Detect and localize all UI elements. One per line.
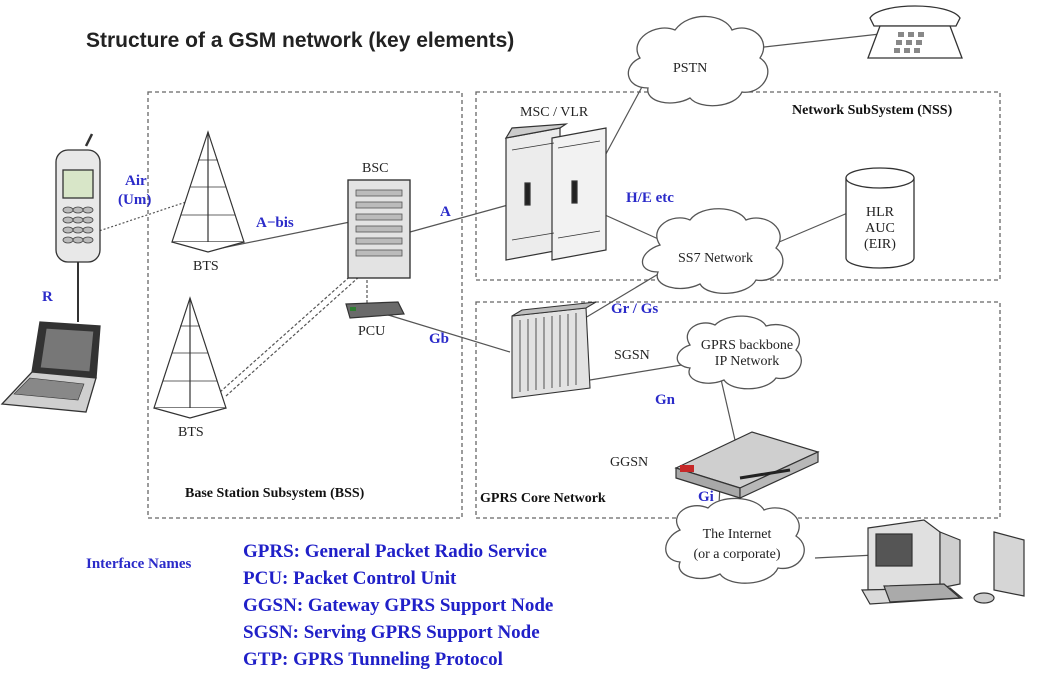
- link-phone-bts: [95, 197, 199, 233]
- link-backbone-ggsn: [719, 374, 736, 441]
- internet-cloud: [665, 497, 805, 584]
- pstn-cloud: [627, 15, 769, 107]
- msc-vlr-label: MSC / VLR: [520, 105, 589, 120]
- bts-top-tower: [171, 130, 245, 253]
- bts-bottom-label: BTS: [178, 425, 204, 440]
- link-bts-bsc: [211, 221, 351, 251]
- bts-top-label: BTS: [193, 259, 219, 274]
- gprs-backbone-cloud: [676, 315, 802, 390]
- bsc-label: BSC: [362, 161, 389, 176]
- interface-air-label-line1: Air: [125, 173, 147, 189]
- desktop-computer-icon: [860, 519, 1025, 605]
- bss-region-label: Base Station Subsystem (BSS): [185, 486, 365, 501]
- ggsn-label: GGSN: [610, 455, 649, 470]
- sgsn-rack-icon: [511, 301, 597, 399]
- legend-heading: Interface Names: [86, 556, 192, 572]
- laptop-icon: [0, 321, 101, 413]
- link-bts2-bsc-b: [225, 275, 361, 397]
- bss-region-box: [147, 91, 463, 519]
- hlr-label-line3: (EIR): [864, 237, 896, 252]
- link-pstn-telephone: [754, 33, 881, 49]
- interface-r-label: R: [42, 289, 53, 305]
- legend-item: GGSN: Gateway GPRS Support Node: [243, 595, 554, 616]
- link-pcu-sgsn: [384, 313, 511, 353]
- interface-gb-label: Gb: [429, 331, 450, 347]
- gprs-backbone-label-line1: GPRS backbone: [700, 338, 794, 353]
- interface-gr-gs-label: Gr / Gs: [611, 301, 659, 317]
- bts-bottom-tower: [153, 296, 227, 419]
- legend-item: PCU: Packet Control Unit: [243, 568, 457, 589]
- legend-item: GPRS: General Packet Radio Service: [243, 541, 547, 562]
- ss7-cloud: [641, 208, 784, 295]
- pcu-device-icon: [345, 301, 405, 319]
- link-msc-ss7: [604, 214, 666, 243]
- interface-abis-label: A−bis: [256, 215, 294, 231]
- ggsn-router-icon: [674, 431, 820, 499]
- telephone-icon: [867, 5, 963, 59]
- hlr-label-line2: AUC: [865, 221, 895, 236]
- bsc-server-icon: [347, 179, 411, 279]
- ss7-network-label: SS7 Network: [678, 251, 754, 266]
- interface-he-label: H/E etc: [626, 190, 674, 206]
- internet-label-line2: (or a corporate): [693, 547, 781, 562]
- gprs-core-region-label: GPRS Core Network: [480, 491, 606, 506]
- interface-a-label: A: [440, 204, 451, 220]
- legend-item: SGSN: Serving GPRS Support Node: [243, 622, 540, 643]
- msc-vlr-rack-icon: [504, 123, 607, 261]
- hlr-label-line1: HLR: [866, 205, 894, 220]
- sgsn-label: SGSN: [614, 348, 650, 363]
- link-ss7-sgsn: [584, 269, 666, 319]
- pstn-label: PSTN: [673, 61, 708, 76]
- page-title: Structure of a GSM network (key elements…: [86, 29, 515, 52]
- nss-region-label: Network SubSystem (NSS): [792, 103, 953, 118]
- interface-air-label-line2: (Um): [118, 192, 152, 208]
- link-bts2-bsc: [219, 271, 356, 393]
- interface-gn-label: Gn: [655, 392, 676, 408]
- gprs-backbone-label-line2: IP Network: [714, 354, 780, 369]
- link-bsc-msc: [409, 204, 509, 233]
- mobile-phone-icon: [55, 133, 101, 263]
- pcu-label: PCU: [358, 324, 386, 339]
- hlr-database-icon: [845, 167, 915, 269]
- interface-gi-label: Gi: [698, 489, 714, 505]
- legend-item: GTP: GPRS Tunneling Protocol: [243, 649, 503, 670]
- link-internet-computer: [814, 554, 876, 559]
- internet-label-line1: The Internet: [702, 527, 772, 542]
